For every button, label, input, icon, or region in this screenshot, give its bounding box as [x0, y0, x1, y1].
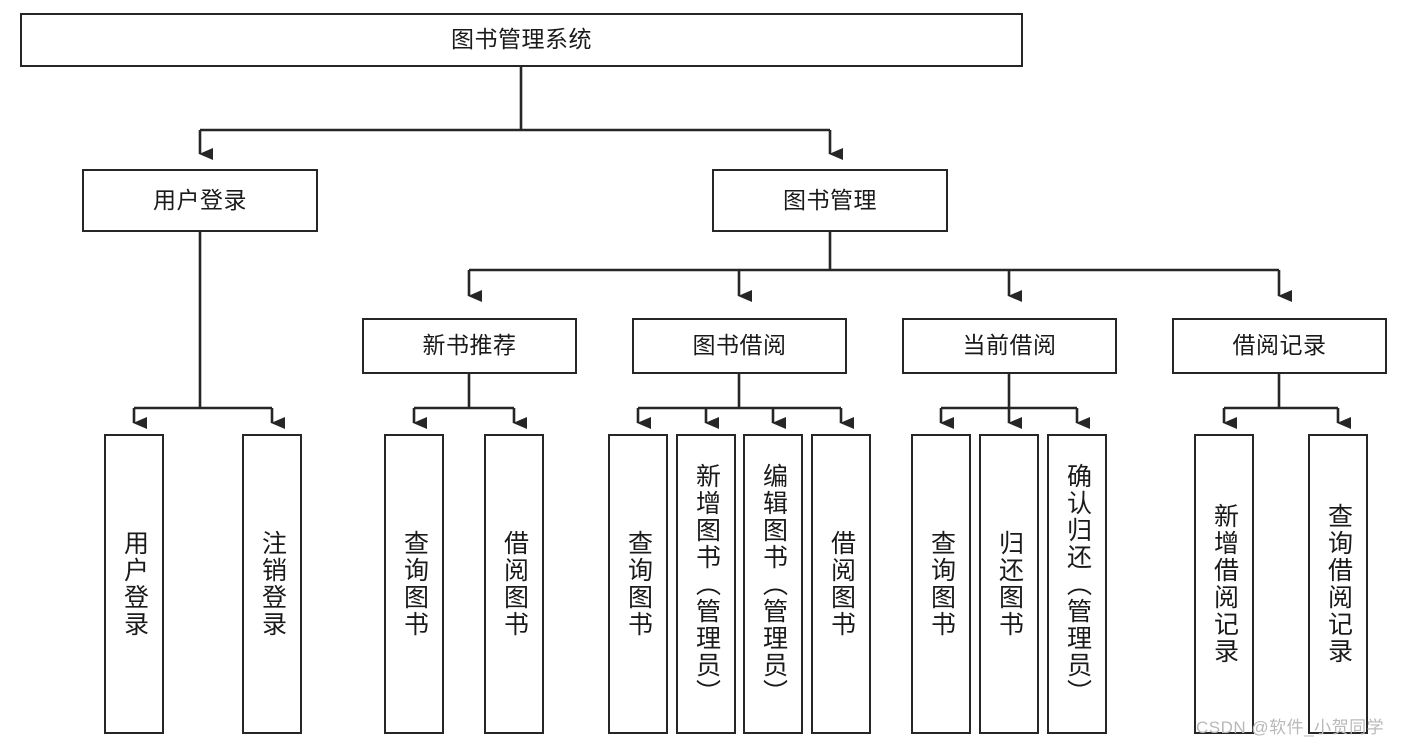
leaf-user-login[interactable]: 用户登录: [104, 434, 164, 734]
node-book-borrow[interactable]: 图书借阅: [632, 318, 847, 374]
node-label: 当前借阅: [962, 332, 1057, 359]
node-label: 借阅记录: [1232, 332, 1327, 359]
node-label: 图书管理: [783, 186, 877, 213]
leaf-borrow-book-recommend[interactable]: 借阅图书: [484, 434, 544, 734]
leaf-add-book[interactable]: 新增图书（管理员）: [676, 434, 736, 734]
node-label: 用户登录: [120, 530, 149, 638]
node-book-management[interactable]: 图书管理: [712, 169, 948, 232]
node-current-borrow[interactable]: 当前借阅: [902, 318, 1117, 374]
node-label: 新增图书（管理员）: [692, 462, 721, 706]
leaf-logout-login[interactable]: 注销登录: [242, 434, 302, 734]
node-label: 查询图书: [624, 530, 653, 638]
leaf-confirm-return[interactable]: 确认归还（管理员）: [1047, 434, 1107, 734]
leaf-query-book-borrow[interactable]: 查询图书: [608, 434, 668, 734]
node-label: 用户登录: [153, 186, 247, 213]
node-label: 确认归还（管理员）: [1063, 462, 1092, 706]
node-label: 注销登录: [258, 530, 287, 638]
node-user-login[interactable]: 用户登录: [82, 169, 318, 232]
csdn-watermark: CSDN @软件_小贺同学: [1196, 718, 1385, 737]
leaf-query-book-current[interactable]: 查询图书: [911, 434, 971, 734]
node-label: 查询图书: [400, 530, 429, 638]
node-label: 借阅图书: [500, 530, 529, 638]
leaf-edit-book[interactable]: 编辑图书（管理员）: [743, 434, 803, 734]
node-borrow-record[interactable]: 借阅记录: [1172, 318, 1387, 374]
leaf-add-borrow-record[interactable]: 新增借阅记录: [1194, 434, 1254, 734]
node-new-book-recommend[interactable]: 新书推荐: [362, 318, 577, 374]
node-label: 归还图书: [995, 530, 1024, 638]
node-label: 借阅图书: [827, 530, 856, 638]
node-label: 图书管理系统: [451, 26, 592, 53]
leaf-query-borrow-record[interactable]: 查询借阅记录: [1308, 434, 1368, 734]
leaf-return-book[interactable]: 归还图书: [979, 434, 1039, 734]
node-root-book-management-system[interactable]: 图书管理系统: [20, 13, 1023, 67]
node-label: 新书推荐: [422, 332, 517, 359]
node-label: 新增借阅记录: [1210, 503, 1239, 665]
node-label: 图书借阅: [692, 332, 787, 359]
node-label: 编辑图书（管理员）: [759, 462, 788, 706]
leaf-query-book-recommend[interactable]: 查询图书: [384, 434, 444, 734]
node-label: 查询图书: [927, 530, 956, 638]
node-label: 查询借阅记录: [1324, 503, 1353, 665]
leaf-borrow-book[interactable]: 借阅图书: [811, 434, 871, 734]
